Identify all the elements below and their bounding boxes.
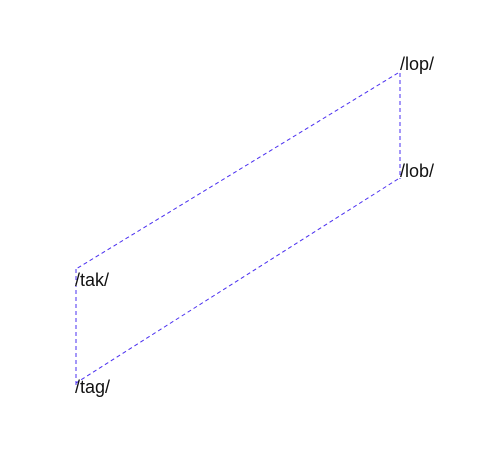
node-label-tak: /tak/	[75, 270, 109, 290]
edge-lob-tag	[75, 178, 399, 384]
edge-lop-tak	[75, 72, 399, 270]
node-label-lop: /lop/	[400, 54, 434, 74]
node-label-tag: /tag/	[75, 377, 110, 397]
node-label-lob: /lob/	[400, 161, 434, 181]
